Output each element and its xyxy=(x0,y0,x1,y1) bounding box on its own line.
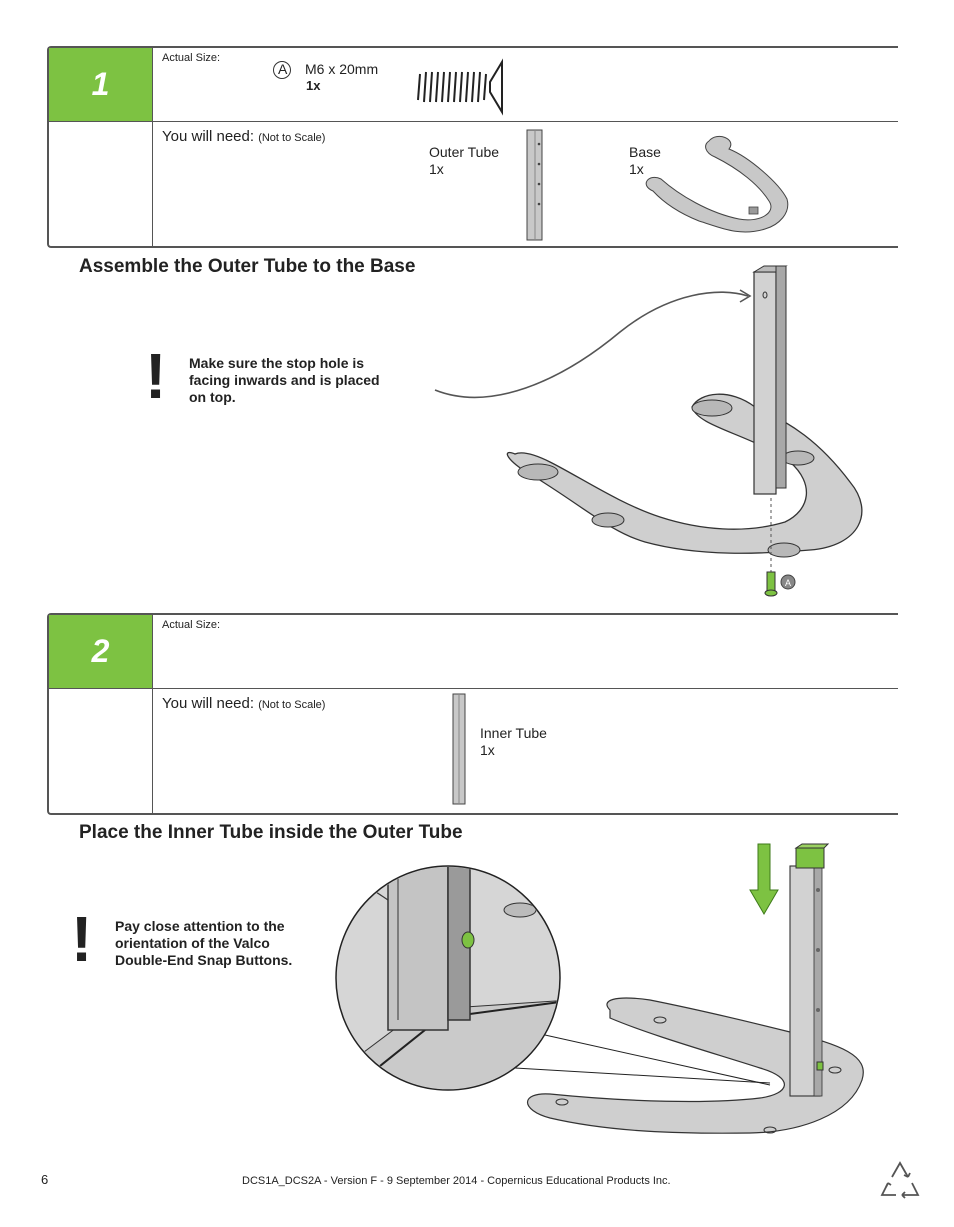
not-to-scale: (Not to Scale) xyxy=(258,132,326,144)
step-number: 2 xyxy=(49,615,152,688)
recycle-icon xyxy=(880,1161,920,1199)
warning-text: Pay close attention to the orientation o… xyxy=(115,918,292,969)
you-will-need-label: You will need: xyxy=(162,128,255,145)
screw-icon xyxy=(417,58,503,116)
warning-line: orientation of the Valco xyxy=(115,935,270,951)
item-name: Base xyxy=(629,144,661,160)
warning-icon: ! xyxy=(145,340,167,412)
step-1-heading: Assemble the Outer Tube to the Base xyxy=(79,256,416,277)
warning-text: Make sure the stop hole is facing inward… xyxy=(189,355,380,406)
warning-icon: ! xyxy=(71,903,93,975)
actual-size-label: Actual Size: xyxy=(162,52,221,64)
step-1-box: 1 Actual Size: A M6 x 20mm 1x You will n… xyxy=(47,46,898,248)
you-will-need: You will need: (Not to Scale) xyxy=(162,695,325,712)
warning-line: facing inwards and is placed xyxy=(189,372,380,388)
part-letter-badge xyxy=(273,61,291,79)
part-name: M6 x 20mm xyxy=(305,61,379,77)
step-number: 1 xyxy=(49,48,152,121)
item-name: Outer Tube xyxy=(429,144,500,160)
footer-text: DCS1A_DCS2A - Version F - 9 September 20… xyxy=(242,1175,671,1187)
not-to-scale: (Not to Scale) xyxy=(258,699,326,711)
inner-tube-image xyxy=(452,693,466,805)
warning-line: on top. xyxy=(189,389,236,405)
item-qty: 1x xyxy=(429,161,444,177)
outer-tube-image xyxy=(526,129,543,241)
callout-letter: A xyxy=(785,578,791,588)
you-will-need: You will need: (Not to Scale) xyxy=(162,128,325,145)
item-qty: 1x xyxy=(629,161,644,177)
divider xyxy=(152,48,153,246)
item-name: Inner Tube xyxy=(480,725,547,741)
assembly-illustration-1: A xyxy=(434,265,863,597)
step-2-box: 2 Actual Size: You will need: (Not to Sc… xyxy=(47,613,898,815)
you-will-need-label: You will need: xyxy=(162,695,255,712)
assembly-illustration-2 xyxy=(335,843,864,1134)
part-letter: A xyxy=(278,61,288,77)
divider xyxy=(49,688,898,689)
base-image xyxy=(645,136,789,233)
step-2-heading: Place the Inner Tube inside the Outer Tu… xyxy=(79,822,463,843)
actual-size-label: Actual Size: xyxy=(162,619,221,631)
divider xyxy=(152,615,153,813)
item-qty: 1x xyxy=(480,742,495,758)
warning-line: Double-End Snap Buttons. xyxy=(115,952,293,968)
page-number: 6 xyxy=(41,1172,49,1187)
warning-line: Make sure the stop hole is xyxy=(189,355,365,371)
part-qty: 1x xyxy=(306,78,321,93)
warning-line: Pay close attention to the xyxy=(115,918,285,934)
divider xyxy=(49,121,898,122)
